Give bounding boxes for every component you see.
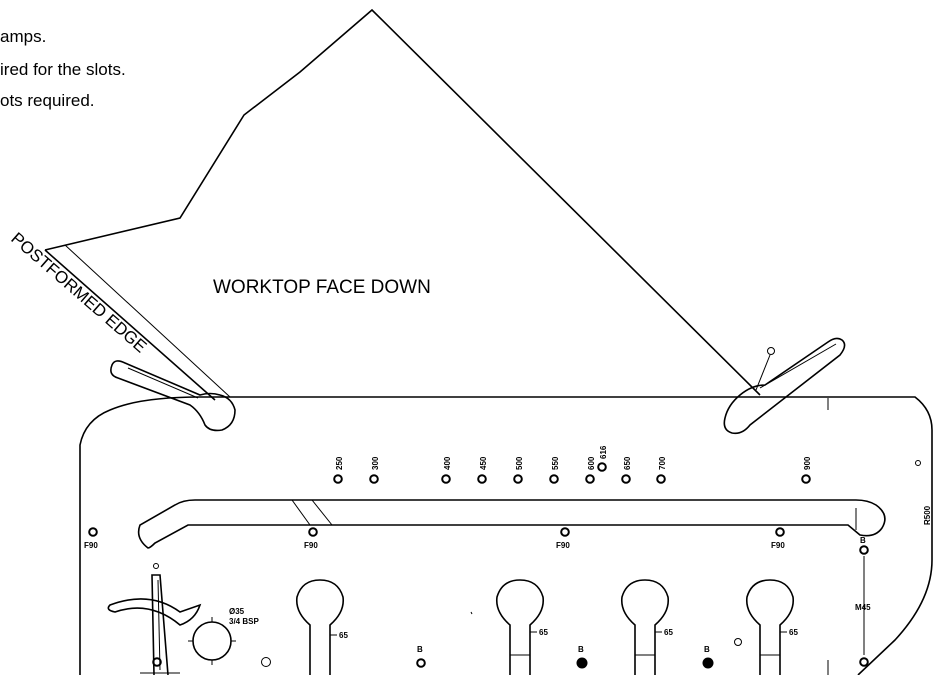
m45-label: M45	[855, 603, 871, 612]
f90-hole-3	[560, 527, 570, 537]
postformed-edge-inner	[64, 244, 231, 398]
small-hole-bottom	[734, 638, 742, 646]
f90-hole-4	[775, 527, 785, 537]
hole-616	[597, 462, 607, 472]
postformed-edge-line	[44, 249, 216, 401]
f90-hole-1	[88, 527, 98, 537]
right-clamp	[723, 337, 846, 435]
keyhole-slot-4: 65	[745, 579, 798, 675]
dim-550: 550	[551, 456, 560, 470]
radius-label: R500	[923, 505, 932, 525]
dim-700: 700	[658, 456, 667, 470]
note-line-1: amps.	[0, 27, 46, 46]
dim-650: 650	[623, 456, 632, 470]
worktop-label: WORKTOP FACE DOWN	[213, 277, 431, 298]
worktop-outline	[44, 8, 761, 396]
bolt-spec-label: 3/4 BSP	[229, 617, 259, 626]
slot-dim-3: 65	[664, 628, 673, 637]
small-hole-right	[915, 460, 921, 466]
note-line-2: ired for the slots.	[0, 60, 126, 79]
slot-dim-2: 65	[539, 628, 548, 637]
hole-400	[441, 474, 451, 484]
dim-300: 300	[371, 456, 380, 470]
dim-450: 450	[479, 456, 488, 470]
dot-mark	[470, 611, 473, 615]
b-hole-2-filled	[576, 657, 588, 669]
slot-marker-2	[311, 499, 333, 526]
f90-hole-2	[308, 527, 318, 537]
b-hole-right-bottom	[859, 657, 869, 667]
keyhole-slot-1: 65	[295, 579, 348, 675]
note-line-3: ots required.	[0, 91, 95, 110]
hole-700	[656, 474, 666, 484]
b-hole-3-filled	[702, 657, 714, 669]
hole-300	[369, 474, 379, 484]
keyhole-slot-2: 65	[495, 579, 548, 675]
f90-label-1: F90	[84, 541, 98, 550]
hole-250	[333, 474, 343, 484]
top-hole-row: 250 300 400 450 500 550 600 616 650 700 …	[333, 445, 812, 484]
slot-marker-1	[291, 499, 311, 526]
slot-dim-4: 65	[789, 628, 798, 637]
f90-label-4: F90	[771, 541, 785, 550]
jig-outline	[79, 396, 933, 675]
main-slot	[137, 499, 886, 549]
keyhole-slot-3: 65	[620, 579, 673, 675]
dim-900: 900	[803, 456, 812, 470]
bolt-dia-label: Ø35	[229, 607, 245, 616]
hole-650	[621, 474, 631, 484]
hole-450	[477, 474, 487, 484]
f90-label-2: F90	[304, 541, 318, 550]
bolt-hole-circle	[192, 621, 232, 661]
postformed-edge-label: POSTFORMED EDGE	[7, 229, 150, 357]
b-label-2: B	[578, 645, 584, 654]
hole-550	[549, 474, 559, 484]
b-hole-right-top	[859, 545, 869, 555]
lever-assembly	[107, 563, 202, 675]
f90-label-3: F90	[556, 541, 570, 550]
b-label-3: B	[704, 645, 710, 654]
b-label-1: B	[417, 645, 423, 654]
slot-dim-1: 65	[339, 631, 348, 640]
dim-250: 250	[335, 456, 344, 470]
left-clamp	[110, 360, 236, 432]
b-label-right: B	[860, 536, 866, 545]
b-hole-1	[416, 658, 426, 668]
dim-500: 500	[515, 456, 524, 470]
dim-400: 400	[443, 456, 452, 470]
dim-616: 616	[599, 445, 608, 459]
hole-600	[585, 474, 595, 484]
hole-900	[801, 474, 811, 484]
bolt-hole-35: Ø35 3/4 BSP	[188, 607, 259, 665]
hole-500	[513, 474, 523, 484]
small-hole-left	[261, 657, 271, 667]
dim-600: 600	[587, 456, 596, 470]
